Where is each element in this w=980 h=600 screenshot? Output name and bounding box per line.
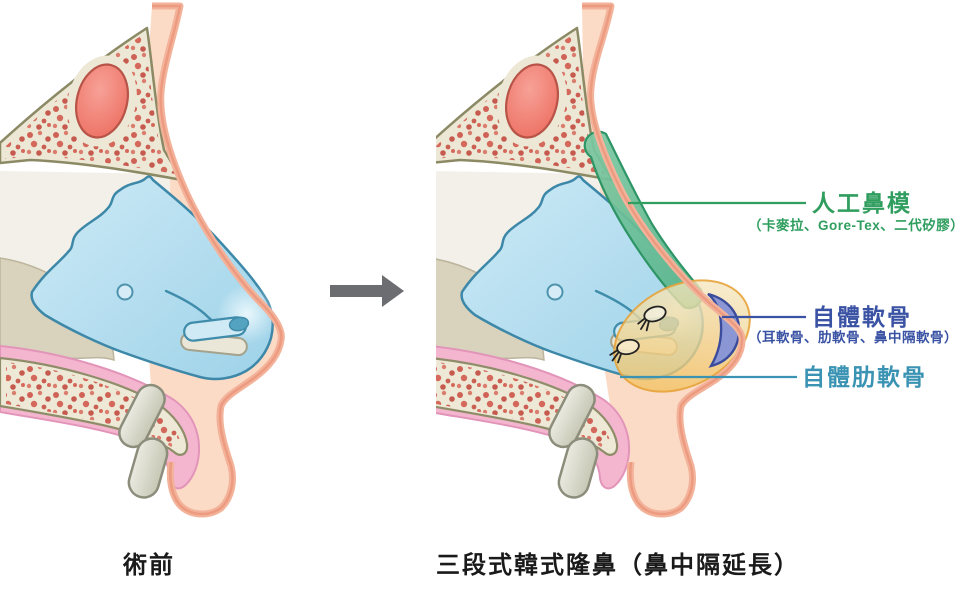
label-tip-cartilage-subtitle: （耳軟骨、肋軟骨、鼻中隔軟骨）: [748, 330, 958, 345]
label-rib-cartilage-title: 自體肋軟骨: [802, 364, 927, 390]
label-implant-title: 人工鼻模: [812, 190, 912, 216]
caption-before: 術前: [123, 552, 175, 579]
label-implant-subtitle: （卡麥拉、Gore-Tex、二代矽膠）: [748, 218, 965, 233]
suture-knot-icon: [637, 305, 667, 332]
skin-outline: [152, 4, 283, 516]
before-illustration: [0, 2, 285, 518]
after-illustration: [436, 2, 751, 518]
caption-after: 三段式韓式隆鼻（鼻中隔延長）: [436, 552, 800, 579]
suture-knot-icon: [609, 338, 640, 364]
transform-arrow-icon: [330, 275, 404, 307]
skin-outline: [582, 4, 744, 516]
label-tip-cartilage-title: 自體軟骨: [812, 304, 912, 330]
